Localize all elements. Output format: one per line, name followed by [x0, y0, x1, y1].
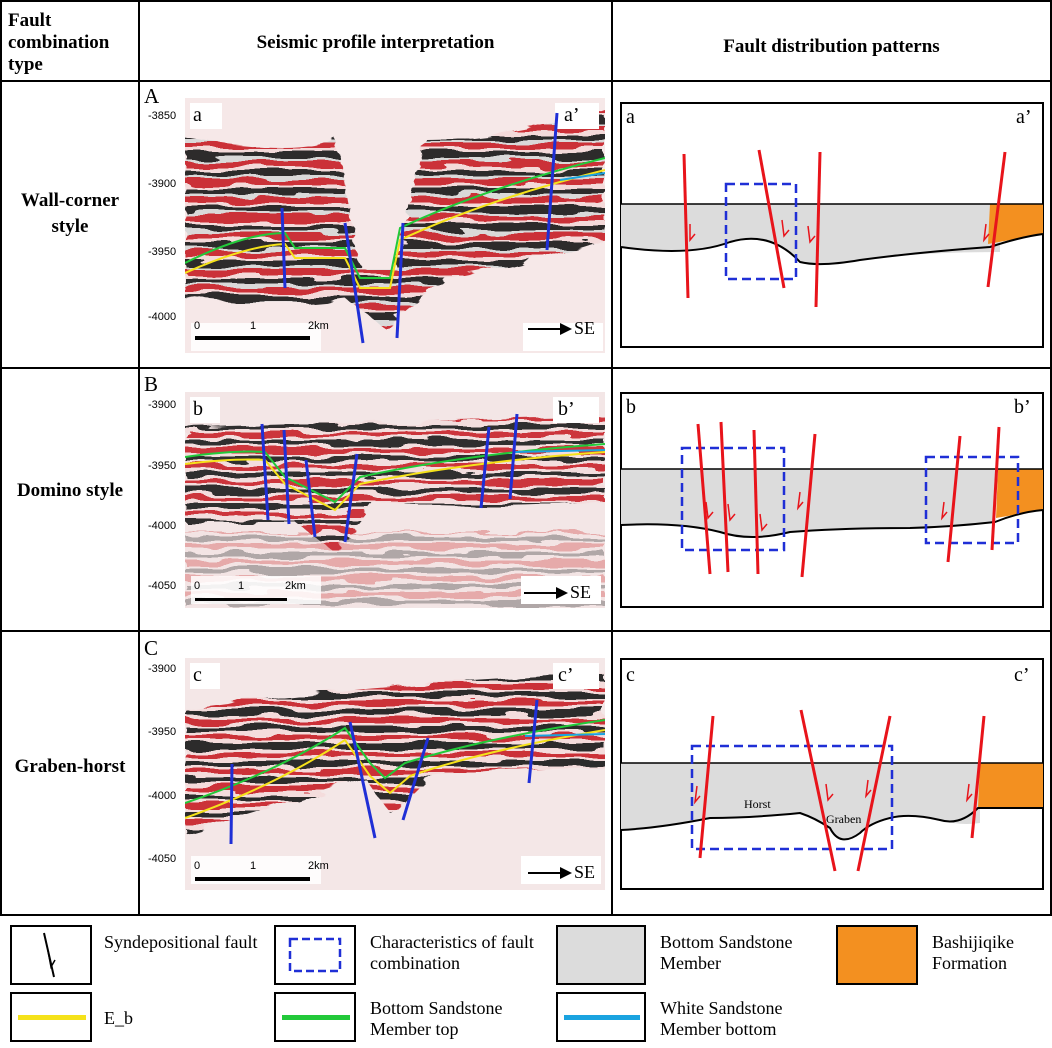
pattern-a-right-label: a’	[1016, 106, 1032, 128]
seismic-c-left-label: c	[193, 664, 202, 686]
pattern-a-left-label: a	[626, 106, 635, 128]
scale-bar	[195, 336, 310, 340]
depth-tick: -3900	[148, 399, 177, 411]
depth-tick: -4000	[148, 311, 177, 323]
seismic-b-right-label: b’	[558, 398, 575, 420]
direction-label: SE	[574, 862, 596, 882]
depth-tick: -4000	[148, 790, 177, 802]
seismic-section-c	[185, 658, 605, 890]
legend-bashijiqike-swatch	[836, 925, 918, 985]
table-frame	[0, 0, 1052, 916]
legend-bottom-top-swatch	[274, 992, 356, 1042]
horst-label: Horst	[744, 797, 771, 811]
legend-bottom-member-label: Bottom Sandstone Member	[660, 932, 793, 973]
depth-tick: -3900	[148, 663, 177, 675]
scale-label: 1	[250, 860, 257, 872]
row-label-graben-horst: Graben-horst	[14, 756, 126, 777]
direction-arrow-icon	[524, 586, 568, 600]
pattern-b-right-label: b’	[1014, 396, 1031, 418]
scale-label: 0	[194, 860, 201, 872]
row-divider-1	[0, 367, 1052, 369]
scale-label: 0	[194, 580, 201, 592]
legend-eb-swatch	[10, 992, 92, 1042]
seismic-a-left-label: a	[193, 104, 202, 126]
panel-letter-b: B	[144, 372, 159, 396]
legend-bottom-top-label: Bottom Sandstone Member top	[370, 998, 503, 1039]
row-divider-2	[0, 630, 1052, 632]
pattern-c-left-label: c	[626, 664, 635, 686]
scale-label: 1	[250, 320, 257, 332]
depth-tick: -3850	[148, 110, 177, 122]
depth-tick: -4000	[148, 520, 177, 532]
scale-label: 2km	[285, 580, 306, 592]
direction-arrow-icon	[528, 322, 572, 336]
depth-tick: -4050	[148, 580, 177, 592]
panel-letter-c: C	[144, 636, 159, 660]
depth-tick: -3950	[148, 246, 177, 258]
seismic-c-right-label: c’	[558, 664, 574, 686]
scale-label: 0	[194, 320, 201, 332]
pattern-b-left-label: b	[626, 396, 636, 418]
direction-arrow-icon	[528, 866, 572, 880]
direction-label: SE	[574, 318, 596, 338]
row-label-wall-corner: Wall-corner style	[20, 190, 120, 237]
seismic-a-right-label: a’	[564, 104, 580, 126]
legend-white-bottom-label: White Sandstone Member bottom	[660, 998, 783, 1039]
graben-label: Graben	[826, 812, 862, 826]
legend-white-bottom-swatch	[556, 992, 646, 1042]
pattern-diagram-c	[620, 658, 1044, 890]
row-label-domino: Domino style	[16, 480, 124, 501]
header-fault-distribution: Fault distribution patterns	[723, 36, 940, 57]
pattern-c-right-label: c’	[1014, 664, 1030, 686]
legend-characteristics-label: Characteristics of fault combination	[370, 932, 534, 973]
scale-label: 2km	[308, 320, 329, 332]
panel-letter-a: A	[144, 84, 160, 108]
seismic-section-b	[185, 392, 605, 608]
depth-tick: -4050	[148, 853, 177, 865]
scale-label: 2km	[308, 860, 329, 872]
header-fault-combination-type: Fault combination type	[8, 10, 110, 75]
legend-syndepositional-label: Syndepositional fault	[104, 932, 258, 952]
column-divider-2	[611, 0, 613, 916]
legend-bashijiqike-label: Bashijiqike Formation	[932, 932, 1014, 973]
column-divider-1	[138, 0, 140, 916]
row-divider-header	[0, 80, 1052, 82]
legend-eb-label: E_b	[104, 1008, 133, 1028]
scale-bar	[195, 877, 310, 881]
seismic-b-left-label: b	[193, 398, 203, 420]
scale-bar	[195, 598, 287, 601]
depth-tick: -3950	[148, 460, 177, 472]
legend-characteristics-swatch	[274, 925, 356, 985]
legend-syndepositional-swatch	[10, 925, 92, 985]
depth-tick: -3950	[148, 726, 177, 738]
pattern-diagram-b	[620, 392, 1044, 608]
scale-label: 1	[238, 580, 245, 592]
header-seismic-profile: Seismic profile interpretation	[256, 32, 495, 53]
pattern-diagram-a	[620, 102, 1044, 348]
depth-tick: -3900	[148, 178, 177, 190]
legend-bottom-member-swatch	[556, 925, 646, 985]
direction-label: SE	[570, 582, 592, 602]
seismic-section-a	[185, 98, 605, 353]
